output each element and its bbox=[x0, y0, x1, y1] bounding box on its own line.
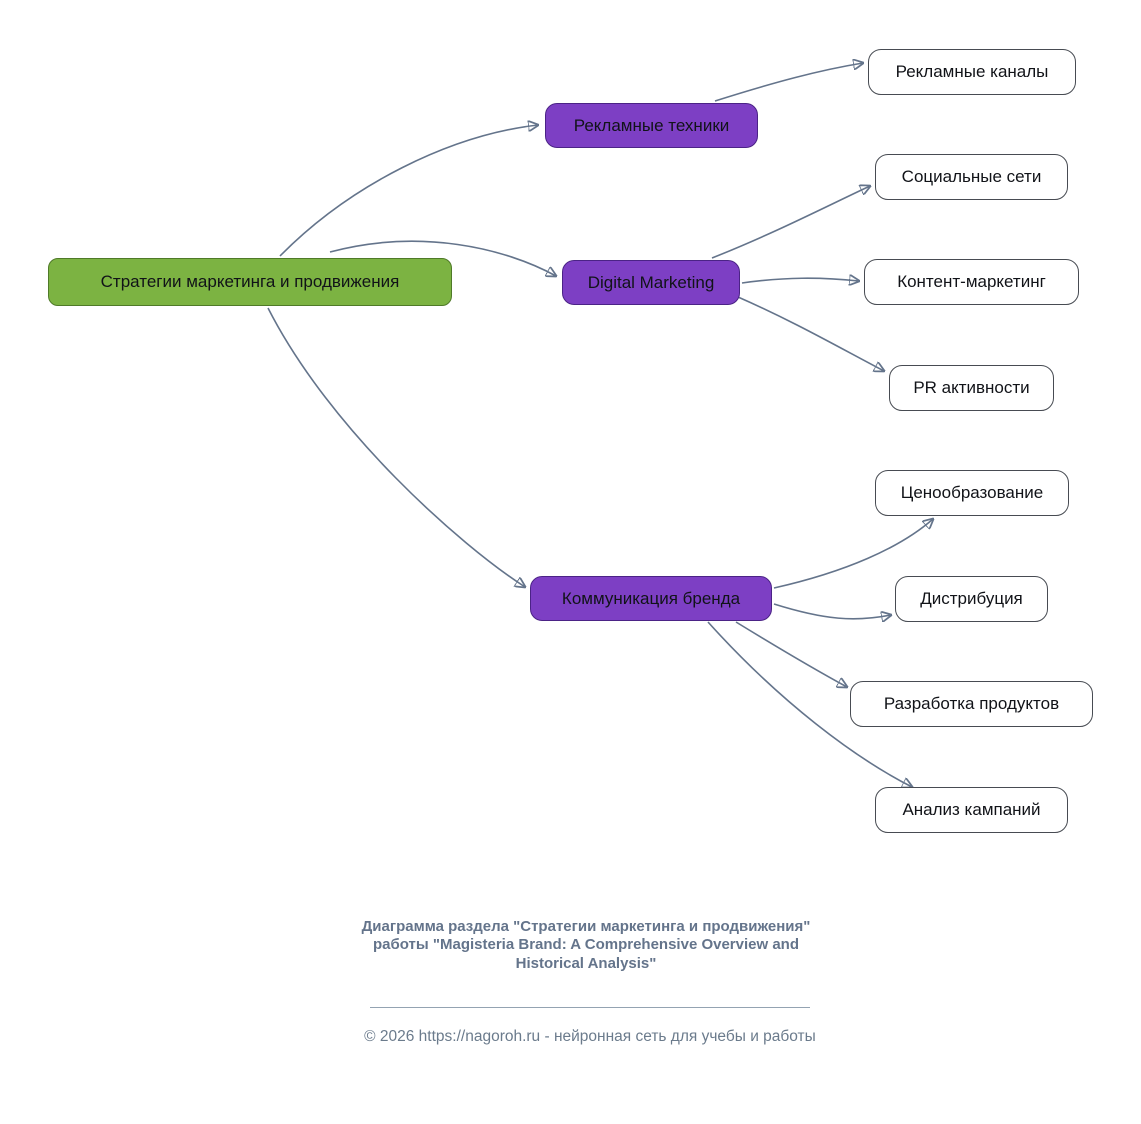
node-brand-communication: Коммуникация бренда bbox=[530, 576, 772, 621]
edge-brand-communication-product-development bbox=[735, 621, 847, 687]
node-marketing-strategies-root: Стратегии маркетинга и продвижения bbox=[48, 258, 452, 306]
caption-divider bbox=[370, 1007, 810, 1008]
node-social-networks: Социальные сети bbox=[875, 154, 1068, 200]
node-distribution: Дистрибуция bbox=[895, 576, 1048, 622]
edge-digital-marketing-social-networks bbox=[711, 186, 870, 259]
node-product-development: Разработка продуктов bbox=[850, 681, 1093, 727]
node-campaign-analysis: Анализ кампаний bbox=[875, 787, 1068, 833]
edge-brand-communication-distribution bbox=[773, 603, 891, 619]
footer-copyright: © 2026 https://nagoroh.ru - нейронная се… bbox=[364, 1028, 816, 1045]
edge-digital-marketing-pr-activities bbox=[737, 296, 884, 371]
node-pricing: Ценообразование bbox=[875, 470, 1069, 516]
diagram-caption: Диаграмма раздела "Стратегии маркетинга … bbox=[361, 918, 811, 972]
node-pr-activities: PR активности bbox=[889, 365, 1054, 411]
node-digital-marketing: Digital Marketing bbox=[562, 260, 740, 305]
node-advertising-channels: Рекламные каналы bbox=[868, 49, 1076, 95]
edge-digital-marketing-content-marketing bbox=[741, 278, 859, 283]
edge-advertising-techniques-channels bbox=[714, 63, 863, 102]
edge-root-brand-communication bbox=[267, 307, 525, 587]
edge-root-advertising-techniques bbox=[279, 125, 538, 257]
node-content-marketing: Контент-маркетинг bbox=[864, 259, 1079, 305]
node-advertising-techniques: Рекламные техники bbox=[545, 103, 758, 148]
